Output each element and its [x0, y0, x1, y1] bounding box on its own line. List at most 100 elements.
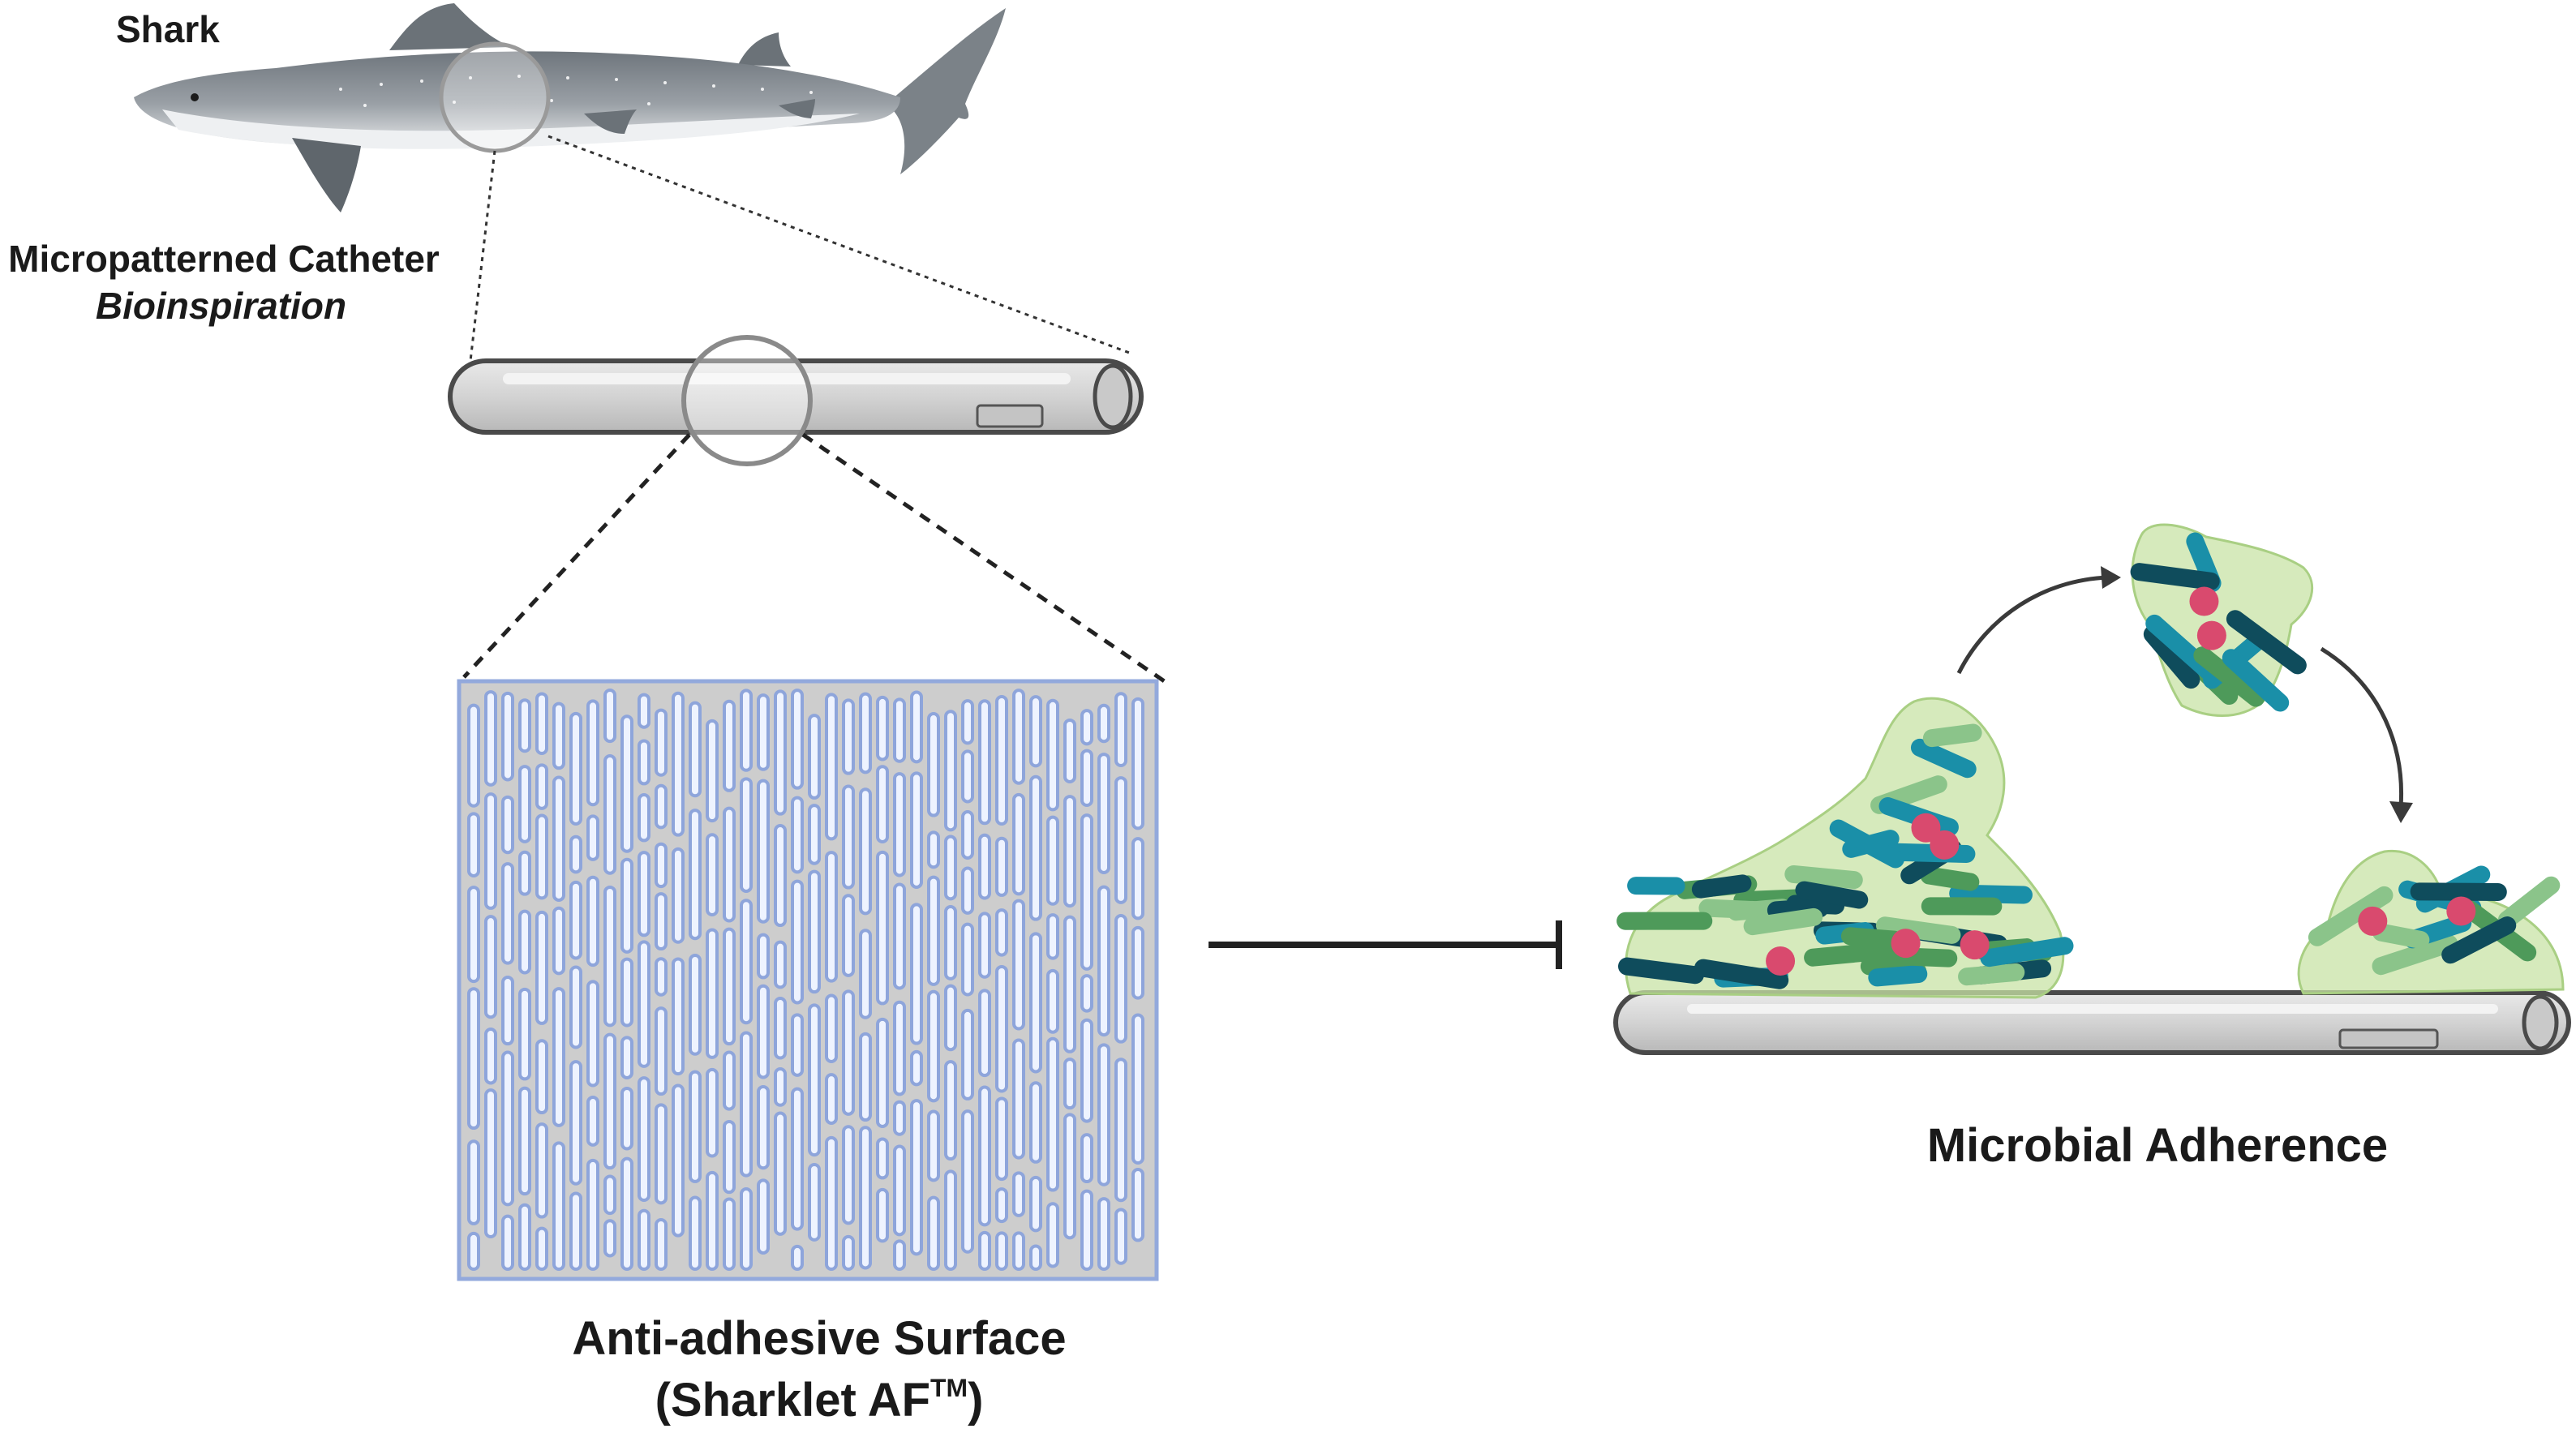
- pattern-bar: [842, 894, 855, 977]
- pattern-bar: [944, 905, 957, 980]
- pattern-bar: [774, 1111, 787, 1236]
- pattern-bar: [535, 763, 548, 810]
- pattern-bar: [808, 869, 821, 994]
- pattern-bar: [1131, 837, 1144, 920]
- pattern-bar: [842, 698, 855, 775]
- catheter-icon: [448, 358, 1144, 435]
- zoom-line-left: [462, 433, 691, 679]
- bacteria-icon: [1920, 866, 1980, 891]
- pattern-bar: [706, 1067, 719, 1158]
- pattern-bar: [689, 954, 702, 1056]
- pattern-bar: [791, 689, 804, 790]
- bacteria-icon: [1694, 959, 1789, 989]
- pattern-bar: [1046, 698, 1059, 812]
- magnifier-icon: [439, 41, 551, 153]
- pattern-bar: [859, 1126, 872, 1270]
- pattern-bar: [859, 692, 872, 774]
- pattern-bar: [1114, 1208, 1127, 1265]
- pattern-bar: [638, 851, 650, 937]
- pattern-bar: [655, 842, 668, 889]
- pattern-bar: [995, 1231, 1008, 1271]
- bacteria-icon: [1958, 963, 2025, 986]
- pattern-bar: [825, 993, 838, 1063]
- pattern-bar: [859, 787, 872, 916]
- pattern-bar: [569, 1060, 582, 1186]
- bacteria-icon: [2193, 646, 2265, 707]
- pattern-bar: [1012, 1171, 1025, 1217]
- pattern-bar: [1063, 718, 1076, 783]
- pattern-bar: [723, 1119, 736, 1195]
- pattern-bar: [552, 1141, 565, 1271]
- coccus-icon: [1891, 929, 1921, 959]
- pattern-bar: [791, 796, 804, 874]
- pattern-bar: [893, 882, 906, 990]
- pattern-bar: [620, 1086, 633, 1151]
- pattern-bar: [1012, 1038, 1025, 1160]
- pattern-bar: [484, 915, 497, 1019]
- biofilm-large: [1616, 697, 2074, 999]
- zoom-line-right: [547, 135, 1132, 355]
- pattern-bar: [655, 708, 668, 777]
- pattern-bar: [518, 909, 531, 975]
- pattern-bar: [995, 1187, 1008, 1224]
- pattern-bar: [586, 875, 599, 967]
- pattern-bar: [927, 989, 940, 1103]
- pattern-bar: [1046, 815, 1059, 906]
- pattern-bar: [620, 1036, 633, 1079]
- pattern-bar: [638, 1208, 650, 1271]
- magnifier-icon: [681, 335, 813, 466]
- surface-subtitle-prefix: (Sharklet AF: [655, 1373, 931, 1427]
- pattern-bar: [825, 1073, 838, 1125]
- pattern-bar: [655, 1006, 668, 1096]
- coccus-icon: [1911, 813, 1941, 843]
- pattern-bar: [586, 699, 599, 807]
- pattern-bar: [757, 1178, 770, 1255]
- pattern-bar: [893, 1000, 906, 1096]
- pattern-bar: [569, 711, 582, 826]
- pattern-bar: [961, 866, 974, 915]
- pattern-bar: [808, 804, 821, 865]
- pattern-bar: [1029, 1081, 1042, 1164]
- bacteria-icon: [2130, 563, 2220, 590]
- coccus-icon: [1960, 930, 1990, 960]
- pattern-bar: [689, 1070, 702, 1183]
- pattern-bar: [893, 1239, 906, 1272]
- pattern-bar: [1114, 914, 1127, 1044]
- pattern-bar: [927, 1195, 940, 1271]
- pattern-bar: [501, 862, 514, 965]
- bacteria-icon: [1795, 881, 1869, 909]
- pattern-bar: [791, 1087, 804, 1231]
- pattern-bar: [723, 1197, 736, 1271]
- bacteria-icon: [2226, 610, 2307, 675]
- bacteria-icon: [1829, 819, 1904, 869]
- pattern-bar: [620, 957, 633, 1028]
- pattern-bar: [569, 1191, 582, 1271]
- pattern-bar: [501, 691, 514, 782]
- pattern-bar: [1114, 1058, 1127, 1203]
- pattern-bar: [740, 689, 753, 772]
- pattern-bar: [995, 694, 1008, 826]
- pattern-bar: [518, 850, 531, 896]
- sharklet-pattern: [457, 679, 1159, 1281]
- bacteria-icon: [2372, 923, 2430, 949]
- pattern-bar: [825, 693, 838, 841]
- pattern-bar: [944, 710, 957, 832]
- pattern-bar: [808, 714, 821, 800]
- pattern-bar: [1046, 1036, 1059, 1192]
- pattern-bar: [1046, 913, 1059, 960]
- pattern-bar: [1114, 776, 1127, 904]
- pattern-bar: [552, 987, 565, 1127]
- pattern-bar: [1012, 792, 1025, 896]
- pattern-bar: [1029, 1244, 1042, 1271]
- pattern-bar: [706, 719, 719, 823]
- pattern-bar: [1131, 925, 1144, 1000]
- pattern-bar: [484, 690, 497, 787]
- pattern-bar: [501, 1050, 514, 1207]
- pattern-bar: [740, 1031, 753, 1178]
- pattern-bar: [638, 940, 650, 1068]
- pattern-bar: [569, 965, 582, 1049]
- pattern-bar: [757, 779, 770, 924]
- pattern-bar: [569, 880, 582, 960]
- coccus-icon: [1930, 830, 1960, 860]
